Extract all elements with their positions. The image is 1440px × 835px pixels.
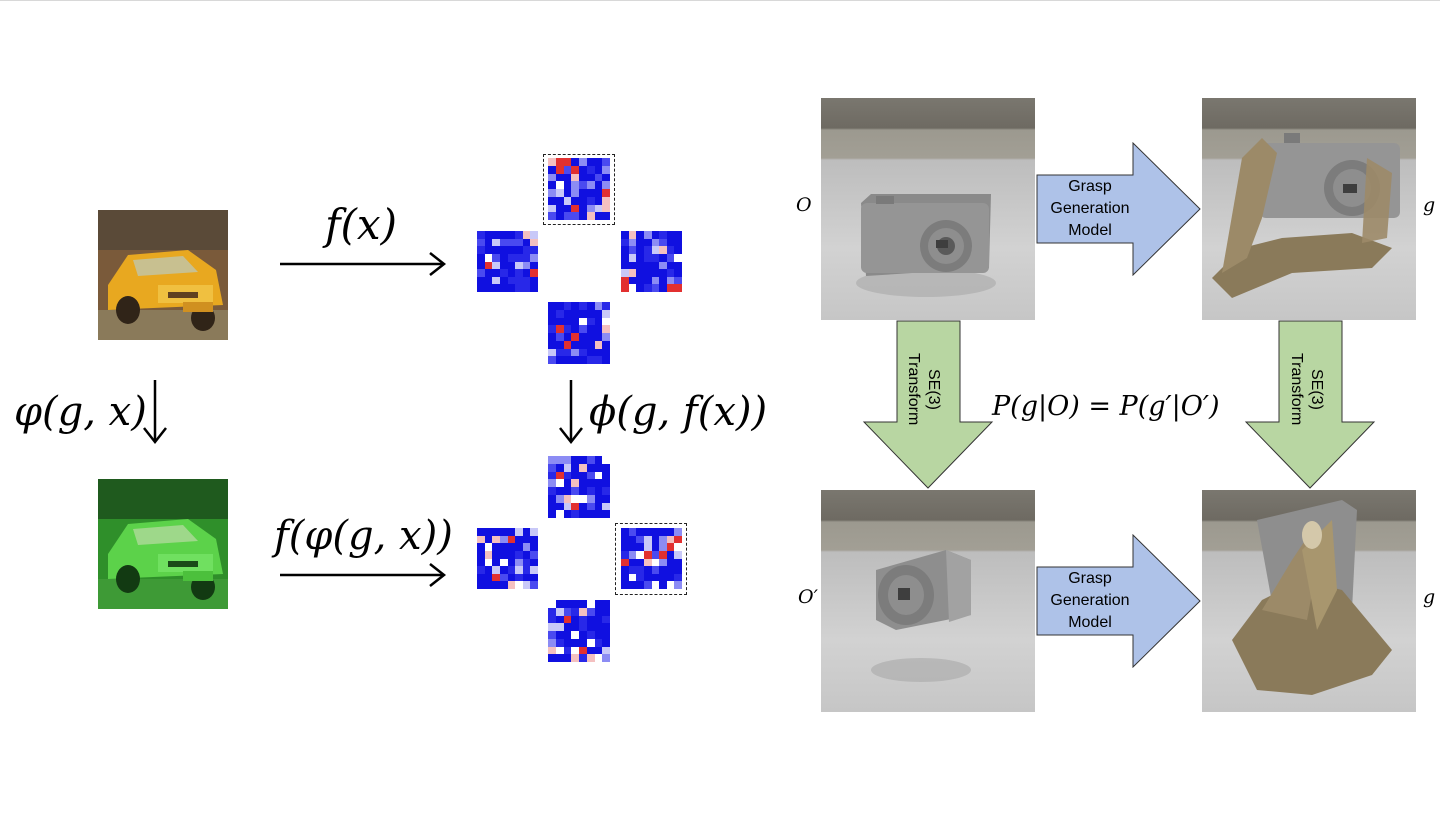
grasp-model-top-line-1: Grasp: [1068, 178, 1112, 195]
se3-arrow-right: [1244, 320, 1376, 489]
grasp-model-bottom-line-3: Model: [1068, 614, 1112, 631]
yellow-car-image: [98, 210, 228, 340]
feature-map-top-right: [621, 231, 682, 292]
se3-label-right: SE(3) Transform: [1286, 342, 1326, 436]
grasp-model-bottom-line-2: Generation: [1050, 592, 1130, 609]
se3-left-line-2: Transform: [905, 352, 922, 426]
map-label-top: f(x): [325, 200, 398, 249]
grasp-model-label-bottom: Grasp Generation Model: [1040, 568, 1140, 634]
map-label-bottom: f(φ(g, x)): [274, 513, 453, 559]
label-grasp-g-top: g: [1423, 194, 1436, 216]
grasp-model-arrow-bottom: [1036, 534, 1201, 668]
feature-map-bottom-up: [548, 456, 610, 518]
grasp-image-bottom: [1202, 490, 1416, 712]
feature-map-bottom-right: [621, 528, 682, 589]
selected-feature-box-bottom: [615, 523, 687, 595]
feature-map-top-up: [548, 158, 610, 220]
se3-right-line-2: Transform: [1288, 352, 1305, 426]
selected-feature-box-top: [543, 154, 615, 225]
label-object-O-prime: O′: [798, 586, 818, 608]
grasp-image-top: [1202, 98, 1416, 320]
se3-label-left: SE(3) Transform: [903, 342, 943, 436]
grasp-model-top-line-2: Generation: [1050, 200, 1130, 217]
transform-label-right: ϕ(g, f(x)): [589, 389, 768, 435]
label-object-O: O: [796, 194, 812, 216]
feature-map-top-down: [548, 302, 610, 364]
camera-transformed-image: [821, 490, 1035, 712]
camera-object-image: [821, 98, 1035, 320]
feature-map-bottom-down: [548, 600, 610, 662]
transform-arrow-left: [143, 380, 167, 445]
equivariance-equation: P(g|O) = P(g′|O′): [992, 391, 1220, 422]
map-arrow-top: [280, 252, 447, 276]
green-car-image: [98, 479, 228, 609]
grasp-model-label-top: Grasp Generation Model: [1040, 176, 1140, 242]
grasp-model-arrow-top: [1036, 142, 1201, 276]
se3-right-line-1: SE(3): [1308, 368, 1325, 410]
transform-arrow-right: [559, 380, 583, 445]
grasp-model-bottom-line-1: Grasp: [1068, 570, 1112, 587]
se3-arrow-left: [862, 320, 994, 489]
feature-map-top-left: [477, 231, 538, 292]
grasp-model-top-line-3: Model: [1068, 222, 1112, 239]
se3-left-line-1: SE(3): [925, 368, 942, 410]
map-arrow-bottom: [280, 563, 447, 587]
label-grasp-g-bottom: g: [1423, 586, 1436, 608]
feature-map-bottom-left: [477, 528, 538, 589]
transform-label-left: φ(g, x): [14, 389, 147, 435]
top-rule: [0, 0, 1440, 1]
